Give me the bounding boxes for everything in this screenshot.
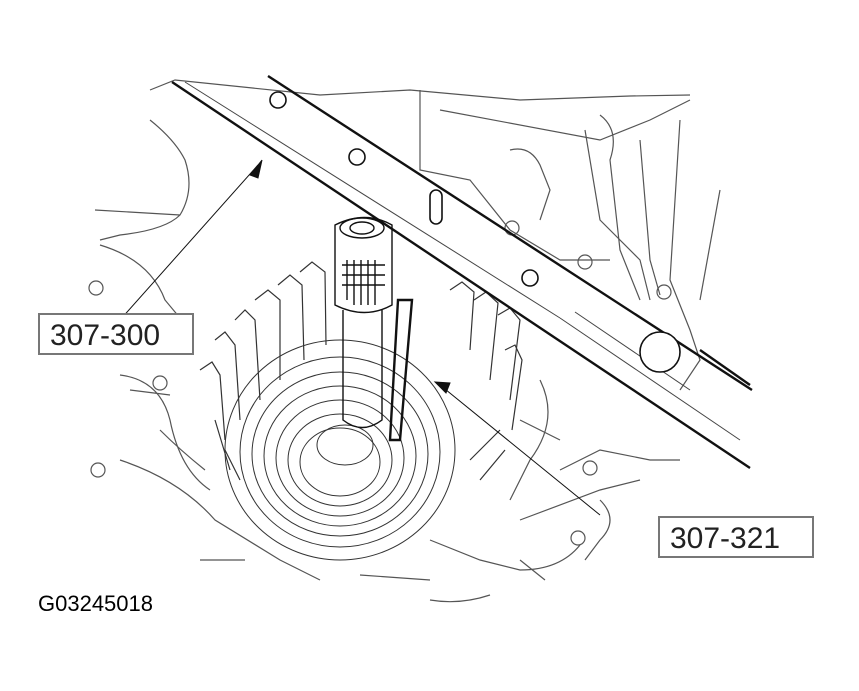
pin-tool — [388, 298, 414, 442]
clutch-teeth — [199, 261, 523, 481]
input-shaft — [334, 216, 393, 429]
alignment-bar-edge — [184, 81, 741, 441]
clutch-drum — [224, 339, 456, 561]
bar-holes — [269, 91, 681, 373]
housing-holes — [88, 220, 672, 546]
housing-outline — [94, 79, 721, 603]
alignment-bar — [171, 74, 753, 469]
callout-307-300: 307-300 — [38, 313, 194, 355]
leader-arrows — [119, 159, 601, 516]
figure-id-label: G03245018 — [38, 591, 153, 616]
callout-307-321: 307-321 — [658, 516, 814, 558]
